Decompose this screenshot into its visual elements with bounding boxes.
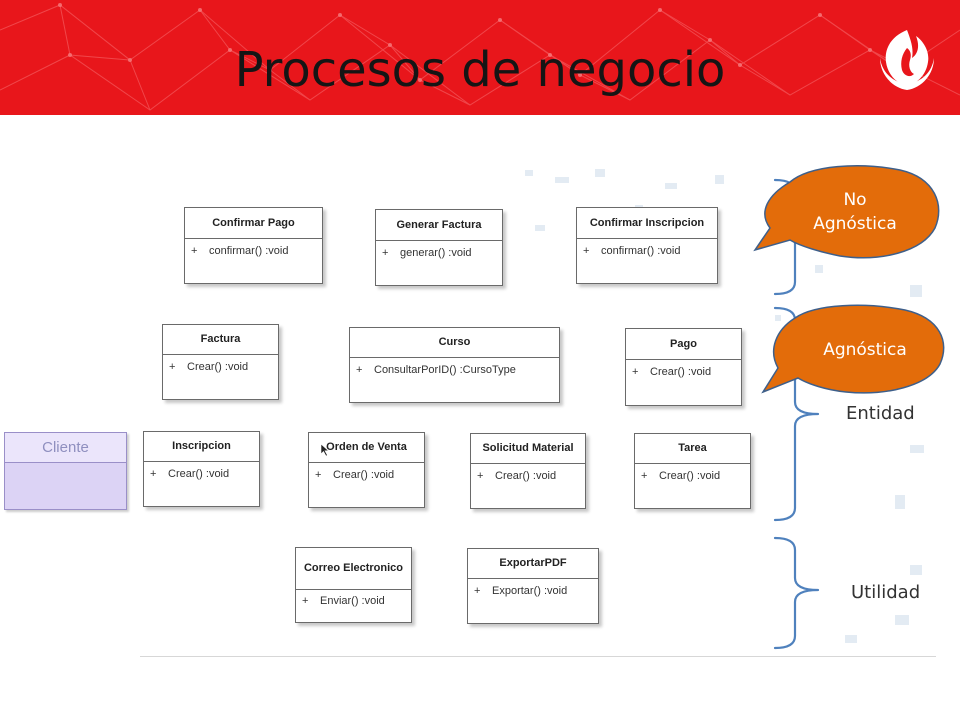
class-inscripcion: Inscripcion + Crear() :void xyxy=(143,431,260,507)
class-name: Confirmar Pago xyxy=(185,208,322,239)
class-operation: generar() :void xyxy=(400,247,472,259)
class-name: Confirmar Inscripcion xyxy=(577,208,717,239)
visibility-symbol: + xyxy=(150,468,157,480)
class-curso: Curso + ConsultarPorID() :CursoType xyxy=(349,327,560,403)
class-name: Factura xyxy=(163,325,278,355)
class-name: Inscripcion xyxy=(144,432,259,462)
class-operation: Crear() :void xyxy=(659,470,721,482)
class-operation: ConsultarPorID() :CursoType xyxy=(374,364,516,376)
upc-flame-logo xyxy=(880,30,934,90)
callout-line: Agnóstica xyxy=(813,214,897,234)
class-operation: Crear() :void xyxy=(187,361,249,373)
visibility-symbol: + xyxy=(191,245,198,257)
class-name: Tarea xyxy=(635,434,750,464)
header-network-pattern xyxy=(0,3,960,111)
visibility-symbol: + xyxy=(356,364,363,376)
slide-header xyxy=(0,0,960,115)
callout-line: No xyxy=(843,190,867,210)
callout-agnostica-shape xyxy=(761,304,945,394)
callout-no-agnostica: No Agnóstica xyxy=(780,188,930,236)
class-exportar-pdf: ExportarPDF + Exportar() :void xyxy=(467,548,599,624)
visibility-symbol: + xyxy=(382,247,389,259)
group-label-entidad: Entidad xyxy=(846,403,915,424)
callout-no-agnostica-shape xyxy=(753,165,940,259)
visibility-symbol: + xyxy=(477,470,484,482)
class-name: Solicitud Material xyxy=(471,434,585,464)
class-operation: Exportar() :void xyxy=(492,585,568,597)
class-name: Curso xyxy=(350,328,559,358)
visibility-symbol: + xyxy=(169,361,176,373)
class-operation: confirmar() :void xyxy=(209,245,289,257)
class-operation: Enviar() :void xyxy=(320,595,385,607)
callout-agnostica: Agnóstica xyxy=(823,340,907,360)
slide-title: Procesos de negocio xyxy=(234,42,726,98)
class-operation: Crear() :void xyxy=(650,366,712,378)
mouse-cursor-icon xyxy=(320,443,330,457)
class-name: Generar Factura xyxy=(376,210,502,241)
class-tarea: Tarea + Crear() :void xyxy=(634,433,751,509)
visibility-symbol: + xyxy=(474,585,481,597)
class-name: Correo Electronico xyxy=(296,548,411,590)
class-pago: Pago + Crear() :void xyxy=(625,328,742,406)
class-operation: confirmar() :void xyxy=(601,245,681,257)
group-label-utilidad: Utilidad xyxy=(851,582,921,603)
actor-cliente: Cliente xyxy=(4,432,127,510)
visibility-symbol: + xyxy=(315,469,322,481)
class-name: ExportarPDF xyxy=(468,549,598,579)
visibility-symbol: + xyxy=(302,595,309,607)
class-factura: Factura + Crear() :void xyxy=(162,324,279,400)
class-operation: Crear() :void xyxy=(333,469,395,481)
class-orden-de-venta: Orden de Venta + Crear() :void xyxy=(308,432,425,508)
visibility-symbol: + xyxy=(641,470,648,482)
class-correo-electronico: Correo Electronico + Enviar() :void xyxy=(295,547,412,623)
class-generar-factura: Generar Factura + generar() :void xyxy=(375,209,503,286)
class-operation: Crear() :void xyxy=(495,470,557,482)
actor-name: Cliente xyxy=(5,433,126,463)
diagram-frame-line xyxy=(140,656,936,657)
class-operation: Crear() :void xyxy=(168,468,230,480)
class-solicitud-material: Solicitud Material + Crear() :void xyxy=(470,433,586,509)
brace-utilidad xyxy=(773,536,820,650)
class-confirmar-pago: Confirmar Pago + confirmar() :void xyxy=(184,207,323,284)
class-name: Pago xyxy=(626,329,741,360)
visibility-symbol: + xyxy=(632,366,639,378)
class-name: Orden de Venta xyxy=(309,433,424,463)
class-confirmar-inscripcion: Confirmar Inscripcion + confirmar() :void xyxy=(576,207,718,284)
visibility-symbol: + xyxy=(583,245,590,257)
brace-entidad xyxy=(773,306,820,522)
